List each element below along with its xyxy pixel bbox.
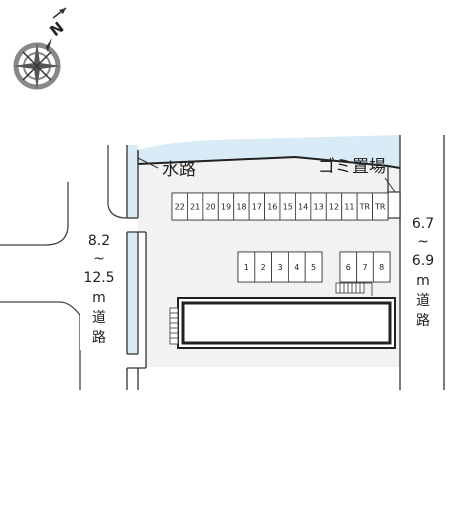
svg-text:6.7: 6.7 <box>412 216 434 232</box>
parking-stall-number: 18 <box>236 203 246 212</box>
parking-stall <box>372 192 389 221</box>
parking-stall-number: TR <box>374 203 386 212</box>
parking-stall-number: 4 <box>294 263 299 272</box>
svg-text:~: ~ <box>417 234 429 250</box>
garbage-area <box>387 191 401 219</box>
parking-stall-number: 13 <box>313 203 323 212</box>
parking-stall-number: 15 <box>283 203 293 212</box>
svg-text:~: ~ <box>93 251 105 267</box>
parking-stall-number: 3 <box>277 263 282 272</box>
parking-stall-number: 12 <box>329 203 339 212</box>
stairs-right <box>335 282 373 296</box>
parking-group-a: 1 2 3 4 5 <box>237 251 323 283</box>
waterway-left-upper <box>127 145 138 218</box>
parking-stall <box>304 251 323 283</box>
stairs-left <box>169 307 179 345</box>
road-left-label: 8.2 ~ 12.5 m 道 路 <box>80 226 120 350</box>
parking-stall-number: 2 <box>261 263 266 272</box>
parking-stall <box>372 251 391 283</box>
svg-text:6.9: 6.9 <box>412 253 434 269</box>
svg-text:12.5: 12.5 <box>83 270 114 286</box>
parking-stall-number: 17 <box>252 203 262 212</box>
compass-north-label: N <box>46 18 67 40</box>
svg-text:m: m <box>416 273 430 289</box>
svg-text:路: 路 <box>92 330 106 346</box>
parking-stall-number: 1 <box>244 263 249 272</box>
parking-stall-number: TR <box>359 203 371 212</box>
parking-stall-number: 19 <box>221 203 231 212</box>
parking-stall-number: 14 <box>298 203 308 212</box>
parking-stall-number: 21 <box>190 203 200 212</box>
parking-stall-number: 20 <box>205 203 215 212</box>
garbage-label: ゴミ置場 <box>318 156 386 177</box>
waterway-left-lower <box>127 232 138 354</box>
parking-group-b: 6 7 8 <box>339 251 391 283</box>
parking-stall-number: 8 <box>379 263 384 272</box>
svg-text:路: 路 <box>416 313 430 329</box>
parking-stall-number: 6 <box>346 263 351 272</box>
parking-stall-number: 22 <box>175 203 185 212</box>
waterway-label: 水路 <box>162 160 196 180</box>
svg-text:道: 道 <box>416 293 430 309</box>
svg-text:m: m <box>92 290 106 306</box>
road-right-label: 6.7 ~ 6.9 m 道 路 <box>404 212 442 332</box>
waterway-top <box>138 135 400 168</box>
parking-stall-number: 16 <box>267 203 277 212</box>
parking-stall-number: 7 <box>362 263 367 272</box>
building <box>177 297 396 349</box>
svg-text:8.2: 8.2 <box>88 233 110 249</box>
parking-stall-number: 5 <box>311 263 316 272</box>
svg-text:道: 道 <box>92 310 106 326</box>
compass-rose-icon: N <box>13 7 67 90</box>
parking-stall-number: 11 <box>344 203 354 212</box>
